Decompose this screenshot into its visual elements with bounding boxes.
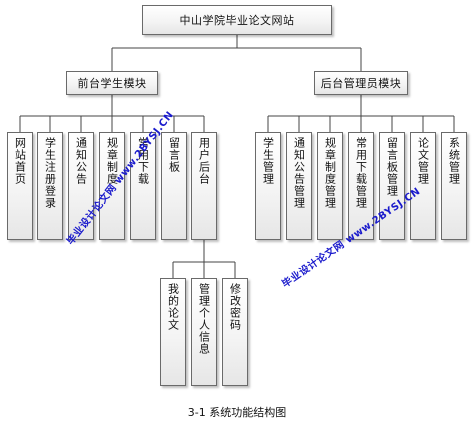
back-item-node: 规章制度管理: [317, 132, 343, 240]
front-item-node: 通知公告: [68, 132, 94, 240]
user-backend-item-node: 管理个人信息: [191, 278, 217, 386]
back-item-label: 留言板管理: [385, 137, 399, 197]
back-item-node: 论文管理: [410, 132, 436, 240]
back-item-label: 规章制度管理: [323, 137, 337, 209]
front-item-node: 规章制度: [99, 132, 125, 240]
back-item-node: 系统管理: [441, 132, 467, 240]
root-label: 中山学院毕业论文网站: [179, 14, 295, 27]
user-backend-item-label: 管理个人信息: [197, 283, 211, 355]
back-item-label: 论文管理: [416, 137, 430, 185]
figure-caption: 3-1 系统功能结构图: [187, 406, 287, 419]
root-node: 中山学院毕业论文网站: [142, 5, 332, 35]
front-module-label: 前台学生模块: [77, 77, 147, 90]
front-item-label: 通知公告: [74, 137, 88, 185]
front-item-label: 规章制度: [105, 137, 119, 185]
back-module-node: 后台管理员模块: [314, 71, 408, 95]
front-item-label: 学生注册登录: [43, 137, 57, 209]
back-item-node: 常用下载管理: [348, 132, 374, 240]
front-item-node: 学生注册登录: [37, 132, 63, 240]
front-item-label: 网站首页: [13, 137, 27, 185]
back-item-label: 系统管理: [447, 137, 461, 185]
back-item-label: 常用下载管理: [354, 137, 368, 209]
back-item-label: 通知公告管理: [292, 137, 306, 209]
front-item-node: 网站首页: [7, 132, 33, 240]
back-item-node: 学生管理: [255, 132, 281, 240]
user-backend-item-label: 修改密码: [228, 283, 242, 331]
user-backend-item-label: 我的论文: [166, 283, 180, 331]
front-item-node: 留言板: [161, 132, 187, 240]
front-module-node: 前台学生模块: [66, 71, 158, 95]
back-item-node: 通知公告管理: [286, 132, 312, 240]
user-backend-node: 用户后台: [191, 132, 217, 240]
user-backend-item-node: 修改密码: [222, 278, 248, 386]
back-item-node: 留言板管理: [379, 132, 405, 240]
front-item-label: 留言板: [167, 137, 181, 173]
user-backend-item-node: 我的论文: [160, 278, 186, 386]
back-item-label: 学生管理: [261, 137, 275, 185]
front-item-label: 常用下载: [136, 137, 150, 185]
back-module-label: 后台管理员模块: [320, 77, 402, 90]
front-item-label: 用户后台: [197, 137, 211, 185]
front-item-node: 常用下载: [130, 132, 156, 240]
